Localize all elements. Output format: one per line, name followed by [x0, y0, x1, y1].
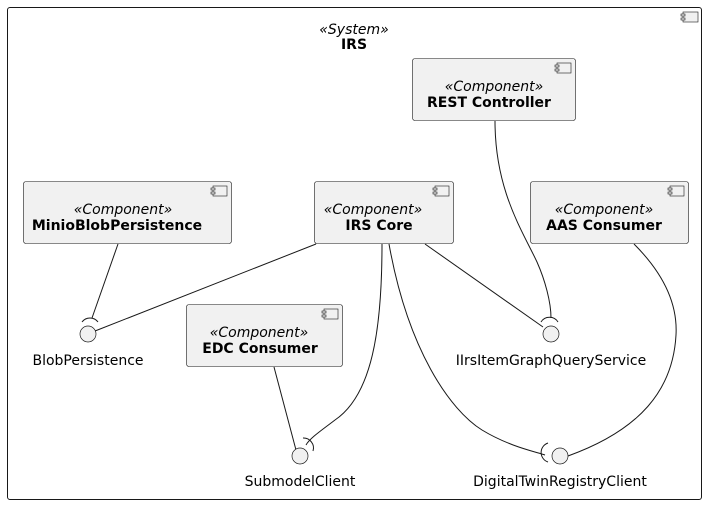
component-irs-core: «Component» IRS Core	[314, 181, 454, 244]
interface-label: BlobPersistence	[32, 353, 143, 369]
interface-submodel-client: SubmodelClient	[245, 447, 356, 490]
component-stereotype: «Component»	[210, 325, 309, 341]
component-name: IRS Core	[345, 218, 412, 234]
socket-submodel-core	[302, 437, 314, 452]
component-icon	[210, 185, 228, 197]
component-box	[530, 181, 689, 244]
connector-core-to-submodel	[305, 243, 383, 446]
interface-lollipop	[79, 325, 97, 343]
component-name: MinioBlobPersistence	[32, 218, 202, 234]
component-box	[314, 181, 454, 244]
component-name: EDC Consumer	[202, 341, 318, 357]
interface-irs-item-graph-query-service: IIrsItemGraphQueryService	[456, 325, 646, 369]
component-box	[186, 304, 343, 367]
system-name: IRS	[341, 37, 367, 53]
component-icon	[667, 185, 685, 197]
system-frame	[7, 7, 702, 500]
component-stereotype: «Component»	[555, 202, 654, 218]
connector-rest-to-query-service	[494, 120, 552, 319]
component-aas-consumer: «Component» AAS Consumer	[530, 181, 689, 244]
interface-blob-persistence: BlobPersistence	[32, 325, 144, 369]
component-icon	[680, 11, 699, 23]
connector-aas-to-twin-registry	[567, 243, 677, 457]
system-irs: «System» IRS	[7, 7, 702, 500]
component-box	[412, 58, 576, 121]
interface-lollipop	[291, 447, 309, 465]
component-rest-controller: «Component» REST Controller	[412, 58, 576, 121]
connector-core-to-twin-registry	[388, 243, 546, 456]
connector-minio-to-blob	[91, 243, 119, 319]
connector-core-to-blob	[94, 243, 317, 332]
connector-core-to-query-service	[424, 243, 544, 328]
system-stereotype: «System»	[319, 22, 389, 38]
interface-lollipop	[542, 325, 560, 343]
component-name: AAS Consumer	[546, 218, 662, 234]
interface-label: SubmodelClient	[245, 474, 356, 490]
connectors	[81, 120, 677, 463]
interface-digital-twin-registry-client: DigitalTwinRegistryClient	[473, 447, 647, 490]
interface-label: DigitalTwinRegistryClient	[473, 474, 647, 490]
component-stereotype: «Component»	[445, 79, 544, 95]
interface-lollipop	[551, 447, 569, 465]
socket-blob-minio	[81, 317, 99, 323]
socket-query-service-rest	[540, 316, 559, 323]
component-stereotype: «Component»	[324, 202, 423, 218]
component-minio-blob-persistence: «Component» MinioBlobPersistence	[23, 181, 232, 244]
connector-edc-to-submodel	[273, 366, 297, 451]
component-edc-consumer: «Component» EDC Consumer	[186, 304, 343, 367]
component-box	[23, 181, 232, 244]
component-stereotype: «Component»	[74, 202, 173, 218]
component-icon	[321, 308, 339, 320]
interfaces: BlobPersistence IIrsItemGraphQueryServic…	[32, 325, 647, 490]
component-name: REST Controller	[427, 95, 551, 111]
component-icon	[432, 185, 450, 197]
socket-twin-registry-core	[540, 442, 549, 463]
interface-label: IIrsItemGraphQueryService	[456, 353, 646, 369]
component-icon	[554, 62, 572, 74]
